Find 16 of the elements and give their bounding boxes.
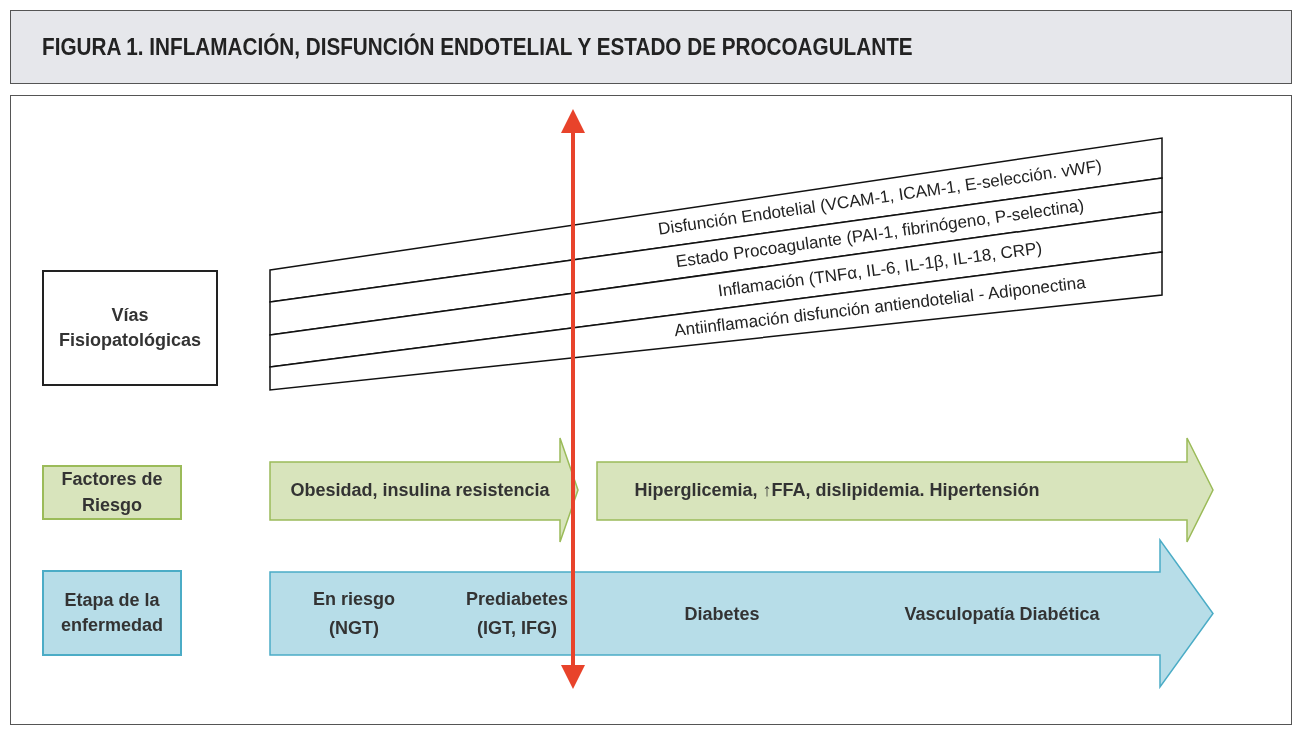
category-label: Etapa de la enfermedad <box>59 588 164 637</box>
category-box <box>42 570 182 656</box>
banner-label: Diabetes <box>683 602 761 626</box>
category-label: Factores de Riesgo <box>60 468 164 517</box>
banner-label: Prediabetes (IGT, IFG) <box>464 588 570 640</box>
title: FIGURA 1. INFLAMACIÓN, DISFUNCIÓN ENDOTELIAL Y ESTADO DE PROCOAGULANTE <box>42 34 913 61</box>
banner-label: En riesgo (NGT) <box>312 588 396 640</box>
banner-label: Vasculopatía Diabética <box>903 602 1101 626</box>
category-box <box>42 465 182 520</box>
category-label: Vías Fisiopatológicas <box>58 303 202 352</box>
pointed-banner <box>597 438 1213 542</box>
banner-label: Hiperglicemia, ↑FFA, dislipidemia. Hipertensión <box>633 478 1041 502</box>
pointed-banner <box>270 438 578 542</box>
pointed-banner <box>270 540 1213 687</box>
banner-label: Obesidad, insulina resistencia <box>289 478 551 502</box>
category-box <box>42 270 218 386</box>
